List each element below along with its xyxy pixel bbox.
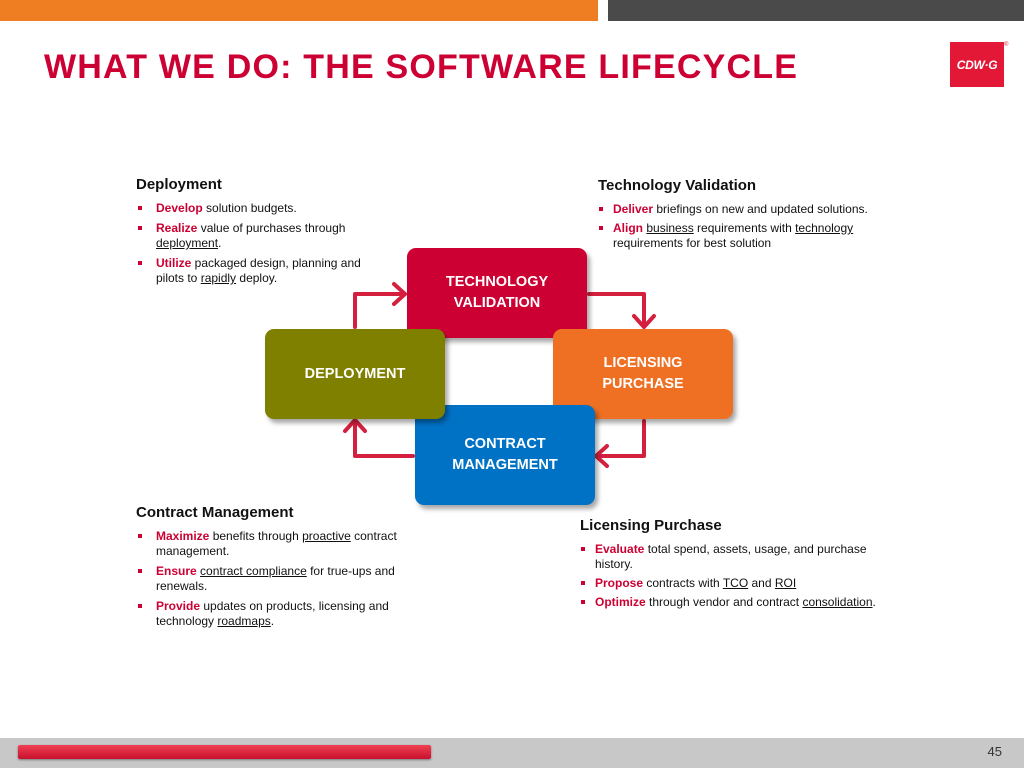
item-text: contracts with	[643, 576, 723, 590]
list-item: Evaluate total spend, assets, usage, and…	[580, 542, 900, 572]
item-text: deploy.	[236, 271, 278, 285]
arrow-techval-to-licensing	[587, 292, 646, 328]
item-text: contract management.	[156, 529, 397, 558]
top-accent-bar-gray	[608, 0, 1024, 21]
technology-validation-box: TECHNOLOGY VALIDATION	[407, 248, 587, 338]
underlined-term: ROI	[774, 576, 797, 590]
keyword: Maximize	[156, 529, 210, 543]
item-text: .	[270, 614, 275, 628]
deployment-section: Deployment Develop solution budgets. Rea…	[136, 176, 386, 291]
item-text: requirements for best solution	[613, 236, 772, 250]
item-text: .	[218, 236, 222, 250]
slide-title: WHAT WE DO: THE SOFTWARE LIFECYCLE	[44, 48, 799, 86]
box-label: DEPLOYMENT	[305, 364, 406, 385]
contract-management-section: Contract Management Maximize benefits th…	[136, 504, 416, 634]
item-text: solution budgets.	[202, 201, 297, 215]
underlined-term: consolidation	[802, 595, 873, 609]
arrowhead-deploy-to-techval	[392, 282, 407, 306]
box-label-line: LICENSING	[603, 355, 683, 371]
box-label-line: TECHNOLOGY	[445, 274, 549, 290]
underlined-term: TCO	[722, 576, 749, 590]
keyword: Realize	[156, 221, 198, 235]
item-text: total spend, assets, usage, and purchase…	[595, 542, 867, 571]
list-item: Align business requirements with technol…	[598, 221, 908, 251]
item-text: for true-ups and renewals.	[156, 564, 395, 593]
list-item: Propose contracts with TCO and ROI	[580, 576, 900, 591]
licensing-purchase-heading: Licensing Purchase	[580, 517, 722, 534]
keyword: Deliver	[613, 202, 654, 216]
contract-management-heading: Contract Management	[136, 504, 294, 521]
arrowhead-techval-to-licensing	[632, 314, 656, 329]
contract-management-list: Maximize benefits through proactive cont…	[136, 529, 416, 629]
licensing-purchase-list: Evaluate total spend, assets, usage, and…	[580, 542, 900, 610]
list-item: Ensure contract compliance for true-ups …	[136, 564, 416, 594]
licensing-purchase-section: Licensing Purchase Evaluate total spend,…	[580, 517, 900, 614]
contract-management-box: CONTRACT MANAGEMENT	[415, 405, 595, 505]
box-label: LICENSING PURCHASE	[602, 353, 683, 395]
arrow-deploy-to-techval	[353, 292, 406, 329]
box-label-line: MANAGEMENT	[452, 457, 558, 473]
box-label: TECHNOLOGY VALIDATION	[446, 272, 548, 314]
underlined-term: technology	[795, 221, 854, 235]
item-text: updates on products, licensing and techn…	[156, 599, 389, 628]
list-item: Utilize packaged design, planning and pi…	[136, 256, 386, 286]
keyword: Optimize	[595, 595, 646, 609]
box-label-line: VALIDATION	[453, 295, 541, 311]
keyword: Align	[613, 221, 643, 235]
keyword: Utilize	[156, 256, 192, 270]
technology-validation-heading: Technology Validation	[598, 177, 757, 194]
top-accent-bar-orange	[0, 0, 598, 21]
arrow-licensing-to-contract	[595, 419, 646, 458]
underlined-term: contract compliance	[200, 564, 307, 578]
item-text: benefits through	[209, 529, 303, 543]
box-label-line: DEPLOYMENT	[304, 365, 406, 382]
underlined-term: rapidly	[200, 271, 237, 285]
keyword: Ensure	[156, 564, 197, 578]
cdwg-logo: CDW·G	[950, 42, 1004, 87]
item-text: through vendor and contract	[645, 595, 803, 609]
keyword: Provide	[156, 599, 201, 613]
item-text: requirements with	[693, 221, 796, 235]
keyword: Develop	[156, 201, 203, 215]
underlined-term: business	[646, 221, 694, 235]
box-label-line: CONTRACT	[464, 436, 546, 452]
technology-validation-list: Deliver briefings on new and updated sol…	[598, 202, 908, 251]
page-number: 45	[987, 744, 1002, 759]
box-label: CONTRACT MANAGEMENT	[452, 434, 558, 476]
item-text: value of purchases through	[197, 221, 346, 235]
arrowhead-licensing-to-contract	[594, 444, 609, 468]
logo-text: CDW·G	[956, 57, 998, 72]
list-item: Provide updates on products, licensing a…	[136, 599, 416, 629]
licensing-purchase-box: LICENSING PURCHASE	[553, 329, 733, 419]
deployment-box: DEPLOYMENT	[265, 329, 445, 419]
item-text: briefings on new and updated solutions.	[653, 202, 868, 216]
item-text: packaged design, planning and pilots to	[156, 256, 361, 285]
item-text: .	[872, 595, 876, 609]
list-item: Maximize benefits through proactive cont…	[136, 529, 416, 559]
item-text: and	[748, 576, 775, 590]
list-item: Deliver briefings on new and updated sol…	[598, 202, 908, 217]
list-item: Optimize through vendor and contract con…	[580, 595, 900, 610]
keyword: Propose	[595, 576, 644, 590]
deployment-list: Develop solution budgets. Realize value …	[136, 201, 386, 286]
underlined-term: deployment	[156, 236, 219, 250]
registered-mark: ®	[1004, 42, 1009, 48]
footer-red-accent	[18, 745, 431, 759]
underlined-term: roadmaps	[217, 614, 271, 628]
list-item: Realize value of purchases through deplo…	[136, 221, 386, 251]
deployment-heading: Deployment	[136, 176, 222, 193]
arrow-contract-to-deploy	[353, 419, 415, 458]
keyword: Evaluate	[595, 542, 645, 556]
box-label-line: PURCHASE	[602, 376, 684, 392]
list-item: Develop solution budgets.	[136, 201, 386, 216]
arrowhead-contract-to-deploy	[343, 418, 367, 433]
technology-validation-section: Technology Validation Deliver briefings …	[598, 177, 908, 255]
underlined-term: proactive	[302, 529, 351, 543]
